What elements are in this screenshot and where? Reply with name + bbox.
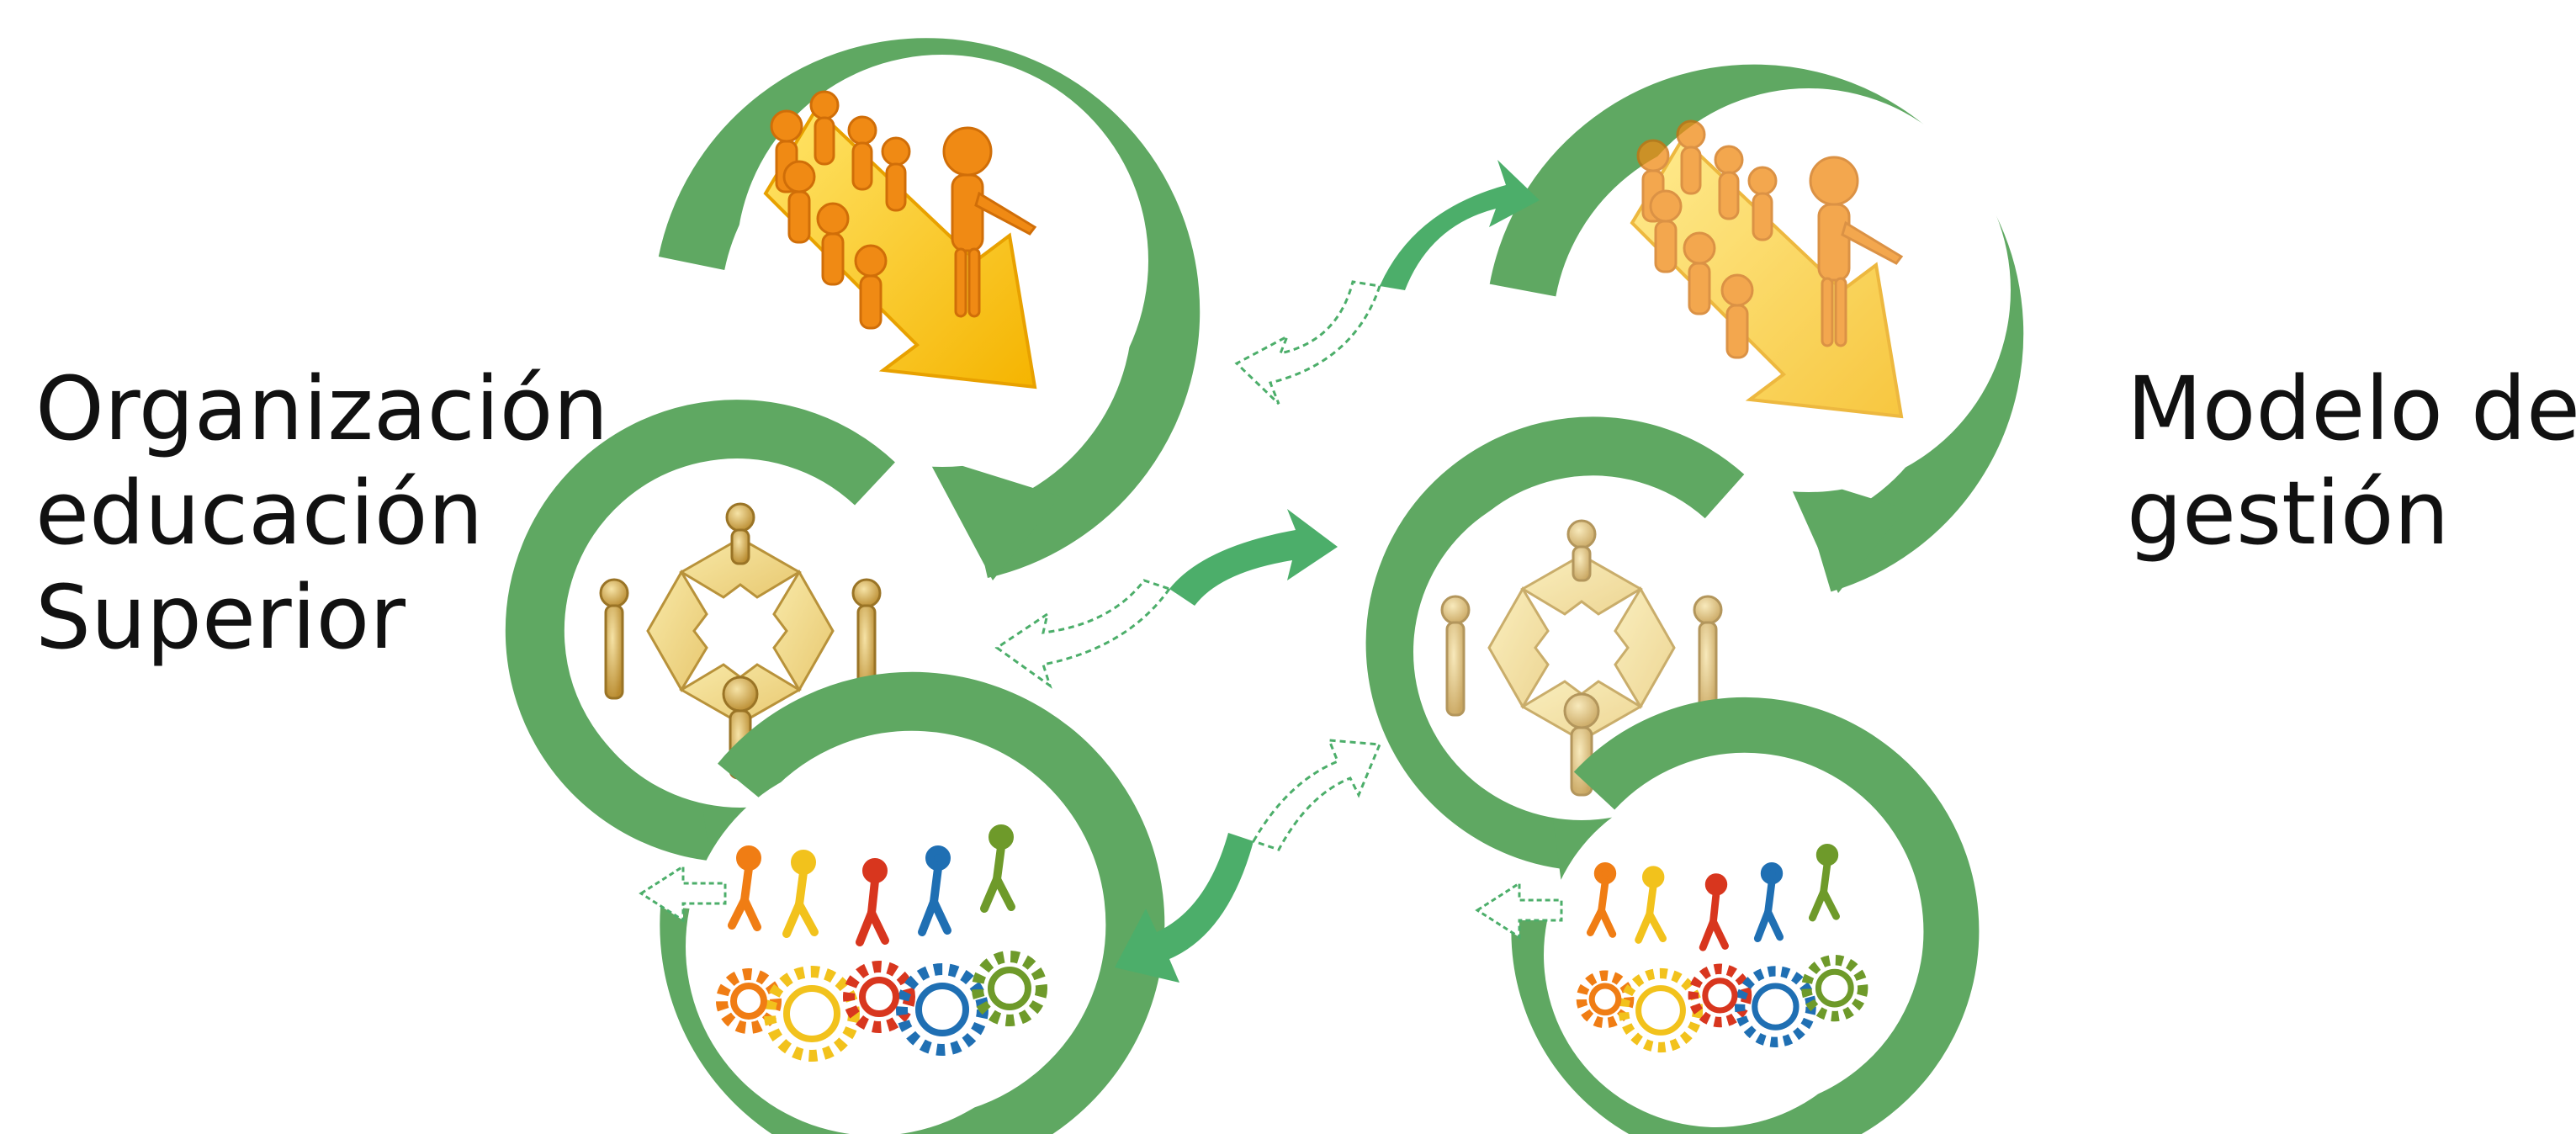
link-arrow-top-solid: [1380, 160, 1540, 290]
left-cycle: [505, 38, 1201, 1134]
link-arrow-middle-outline: [994, 579, 1172, 689]
left-label-line-1: Organización: [35, 358, 609, 460]
link-arrows: [994, 160, 1540, 983]
cycle-arrow-middle-left: [505, 400, 895, 862]
right-label: Modelo de gestión: [2127, 357, 2576, 565]
right-label-line-1: Modelo de: [2127, 358, 2576, 460]
left-label: Organización educación Superior: [35, 357, 608, 670]
right-cycle: [1365, 64, 2024, 1134]
link-arrow-middle-solid: [1169, 509, 1338, 606]
left-label-line-2: educación: [35, 462, 484, 564]
link-arrow-bottom-solid: [1115, 833, 1254, 983]
link-arrow-top-outline: [1234, 280, 1381, 405]
link-arrow-bottom-outline: [1251, 739, 1382, 851]
left-label-line-3: Superior: [35, 566, 405, 669]
cycle-arrow-middle-right: [1365, 416, 1745, 871]
right-label-line-2: gestión: [2127, 462, 2450, 564]
